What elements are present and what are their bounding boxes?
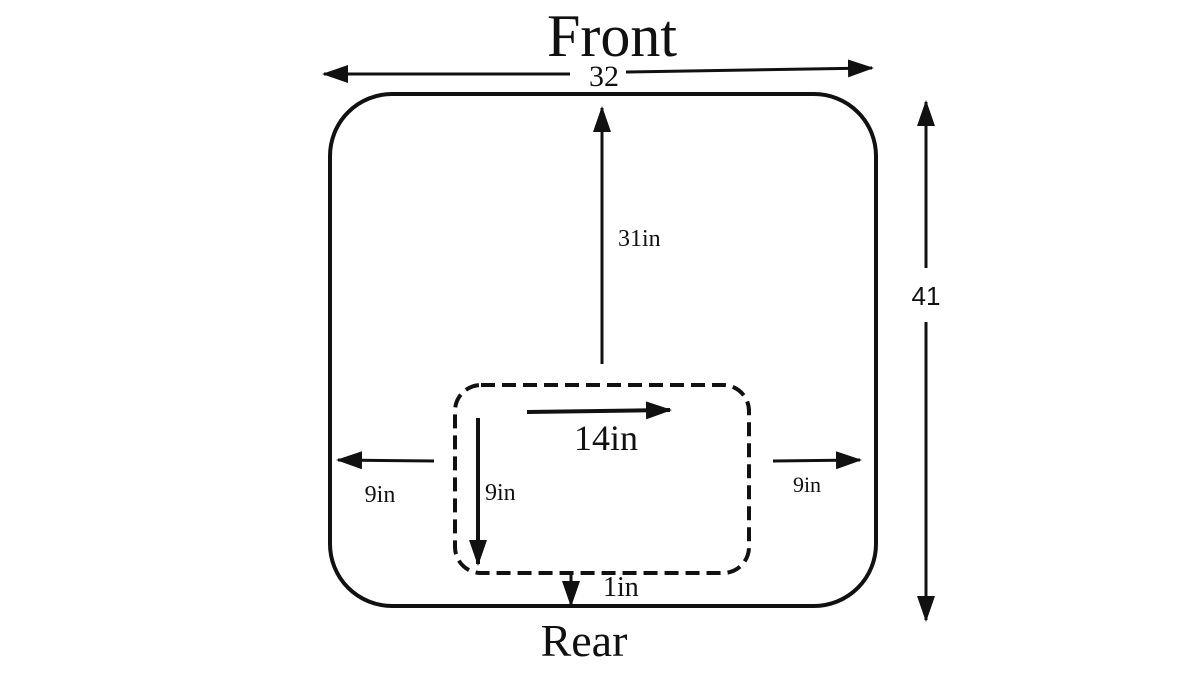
cutout-height-label: 9in [485, 480, 516, 506]
width-arrow-right [625, 59, 874, 78]
front-distance-label: 31in [618, 226, 661, 252]
cutout-width-label: 14in [574, 418, 638, 458]
cutout-width-arrow [526, 401, 672, 420]
rear-distance-label: 1in [603, 572, 639, 603]
front-label: Front [547, 3, 677, 69]
outer-outline [328, 92, 878, 608]
right-distance-label: 9in [793, 472, 821, 497]
rear-label: Rear [541, 615, 628, 666]
width-label: 32 [589, 60, 619, 93]
left-distance-label: 9in [365, 482, 396, 508]
depth-label: 41 [912, 281, 941, 311]
right-distance-arrow [772, 451, 862, 470]
left-distance-arrow [336, 451, 435, 470]
cutout-outline [453, 383, 751, 575]
